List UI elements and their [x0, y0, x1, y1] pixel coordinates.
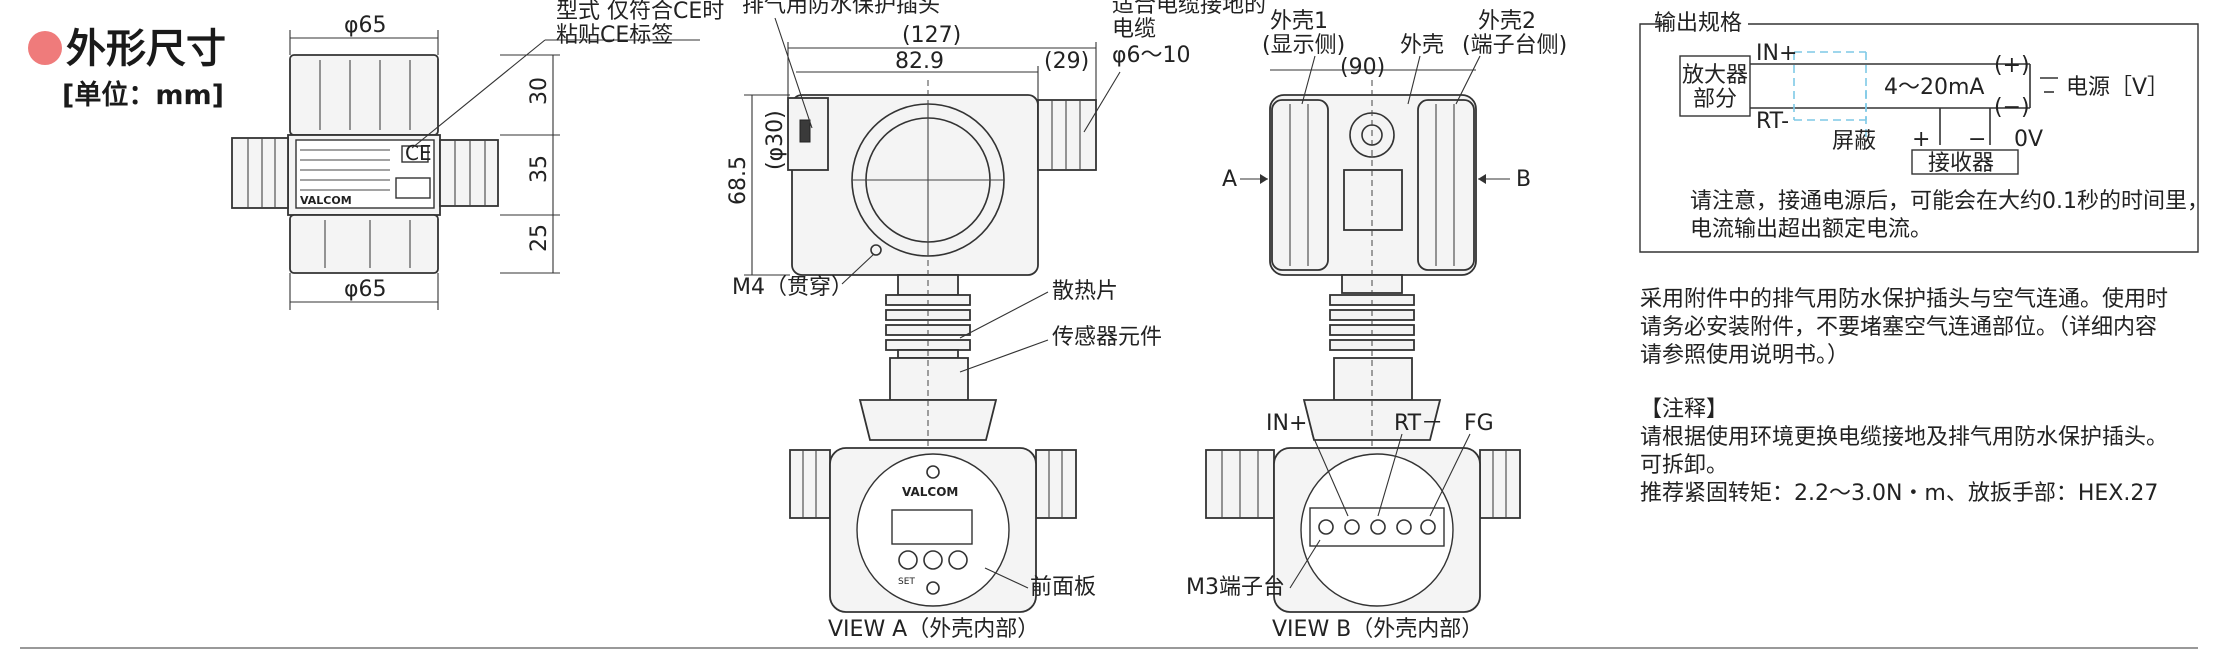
shell-label: 外壳	[1400, 33, 1444, 58]
terminal-block-label: M3端子台	[1186, 575, 1285, 600]
front-dim-25: 25	[527, 224, 552, 252]
output-note-line2: 电流输出超出额定电流。	[1690, 217, 1932, 242]
right-dim-90: (90)	[1340, 55, 1385, 80]
side-dim-829: 82.9	[895, 49, 944, 74]
ce-note-line2: 粘贴CE标签	[556, 23, 673, 48]
front-dim-35: 35	[527, 155, 552, 183]
right-view-drawing: (90) 外壳1 (显示侧) 外壳 外壳2 (端子台侧) A B	[1222, 9, 1567, 450]
power-plus-label: (+)	[1994, 53, 2030, 78]
sensor-label: 传感器元件	[1052, 325, 1162, 350]
view-b-marker: B	[1516, 167, 1531, 192]
current-label: 4～20mA	[1884, 75, 1984, 100]
side-view-drawing: (127) 82.9 (29) 68.5 (φ30) 排气用防水保护插头 适合电…	[726, 0, 1266, 450]
power-minus-label: (−)	[1994, 95, 2030, 120]
remark-line2: 可拆卸。	[1640, 453, 1728, 478]
remark-line3: 推荐紧固转矩：2.2～3.0N・m、放扳手部：HEX.27	[1640, 481, 2158, 506]
drain-plug-label: 排气用防水保护插头	[742, 0, 940, 18]
view-a-brand: VALCOM	[902, 485, 958, 499]
shell2-label-1: 外壳2	[1478, 9, 1536, 34]
view-b-drawing: IN+ RT－ FG M3端子台 VIEW B（外壳内部）	[1186, 411, 1521, 642]
front-brand-label: VALCOM	[300, 194, 352, 207]
output-spec-title: 输出规格	[1654, 11, 1742, 36]
terminal-rt-label: RT－	[1394, 411, 1443, 436]
right-notes: 采用附件中的排气用防水保护插头与空气连通。使用时 请务必安装附件，不要堵塞空气连…	[1640, 287, 2168, 506]
zero-v-label: 0V	[2014, 127, 2043, 152]
wire-rt-label: RT-	[1756, 109, 1789, 134]
wire-in-label: IN+	[1756, 41, 1797, 66]
note-para1-line3: 请参照使用说明书。）	[1640, 343, 1849, 368]
output-note-line1: 请注意，接通电源后，可能会在大约0.1秒的时间里，	[1690, 189, 2209, 214]
front-panel-label: 前面板	[1030, 575, 1096, 600]
section-bullet-icon	[28, 31, 62, 65]
side-dim-127: (127)	[902, 23, 961, 48]
view-a-marker: A	[1222, 167, 1237, 192]
section-title: 外形尺寸	[66, 26, 226, 72]
amp-label-1: 放大器	[1682, 63, 1748, 88]
section-header: 外形尺寸 [单位：mm]	[28, 26, 226, 111]
receiver-label: 接收器	[1928, 151, 1994, 176]
remark-title: 【注释】	[1640, 397, 1728, 422]
shield-label: 屏蔽	[1832, 129, 1876, 154]
front-dim-top: φ65	[344, 13, 387, 38]
power-label: 电源［V］	[2066, 75, 2169, 100]
shell2-label-2: (端子台侧)	[1462, 33, 1567, 58]
view-a-drawing: VALCOM SET 前面板 VIEW A（外壳内部）	[789, 447, 1096, 642]
heatsink-label: 散热片	[1052, 279, 1118, 304]
shell1-label-2: (显示侧)	[1262, 33, 1345, 58]
cable-dim-label: φ6～10	[1112, 43, 1191, 68]
view-a-set-label: SET	[898, 577, 915, 587]
ce-note-line1: 型式 仅符合CE时	[556, 0, 724, 24]
cable-ground-label-1: 适合电缆接地的	[1112, 0, 1266, 18]
receiver-minus-label: −	[1968, 127, 1986, 152]
m4-label: M4（贯穿）	[732, 275, 853, 300]
svg-text:CE: CE	[405, 141, 432, 165]
note-para1-line1: 采用附件中的排气用防水保护插头与空气连通。使用时	[1640, 287, 2168, 312]
side-dim-29: (29)	[1044, 49, 1089, 74]
terminal-in-label: IN+	[1266, 411, 1307, 436]
output-spec-panel: 输出规格 放大器 部分 IN+ RT- 4～20mA (+) (−) 电源［V］…	[1639, 11, 2209, 253]
side-dim-phi30: (φ30)	[763, 110, 788, 170]
amp-label-2: 部分	[1693, 87, 1737, 112]
view-b-caption: VIEW B（外壳内部）	[1272, 617, 1483, 642]
unit-label: [单位：mm]	[62, 79, 224, 111]
remark-line1: 请根据使用环境更换电缆接地及排气用防水保护插头。	[1640, 425, 2168, 450]
note-para1-line2: 请务必安装附件，不要堵塞空气连通部位。（详细内容	[1640, 315, 2157, 340]
terminal-fg-label: FG	[1464, 411, 1494, 436]
shell1-label-1: 外壳1	[1270, 9, 1328, 34]
front-dim-30: 30	[527, 77, 552, 105]
cable-ground-label-2: 电缆	[1112, 17, 1156, 42]
view-a-caption: VIEW A（外壳内部）	[828, 617, 1039, 642]
front-view-drawing: CE VALCOM φ65 φ65 30 35 25	[231, 0, 724, 310]
receiver-plus-label: +	[1912, 127, 1930, 152]
side-dim-685: 68.5	[726, 156, 751, 205]
front-dim-bottom: φ65	[344, 277, 387, 302]
